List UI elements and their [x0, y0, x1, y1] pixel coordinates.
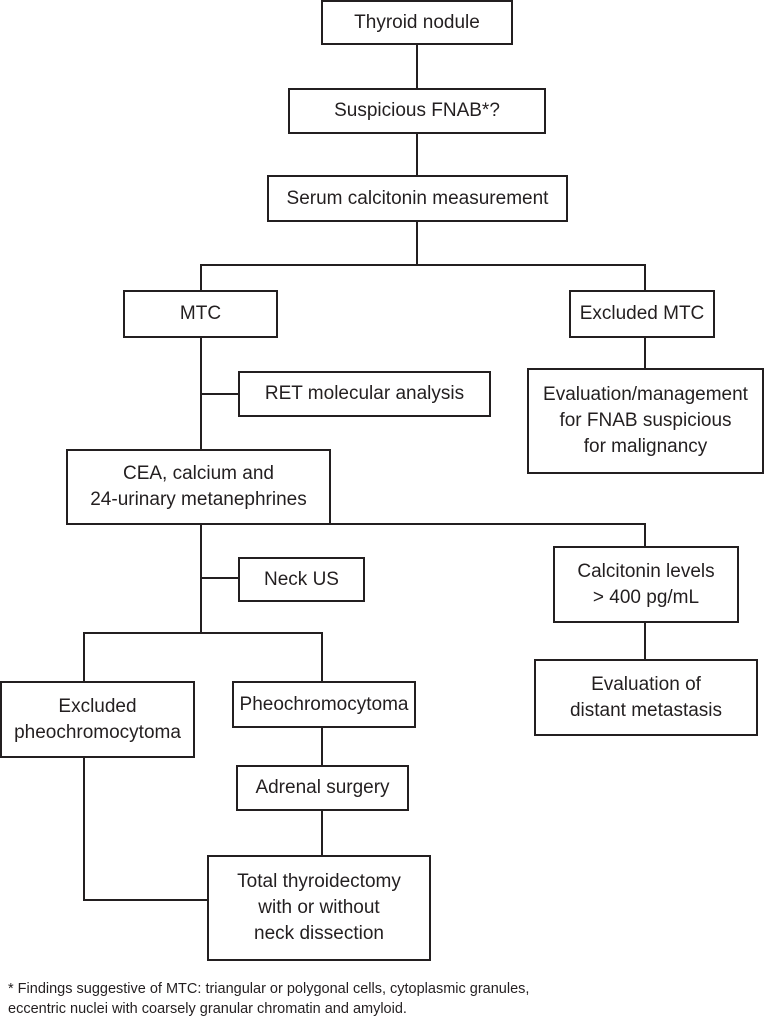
evaluation-management-box: Evaluation/management for FNAB suspicious… — [527, 368, 764, 474]
excluded-pheochromocytoma-text-line: pheochromocytoma — [14, 721, 181, 743]
cea-calcium-text-line: 24-urinary metanephrines — [90, 489, 307, 510]
calcitonin-levels-text-line: Calcitonin levels — [577, 560, 715, 582]
footnote-text-line: * Findings suggestive of MTC: triangular… — [8, 981, 530, 997]
suspicious-fnab-text-line: Suspicious FNAB*? — [334, 100, 500, 121]
neck-us-box: Neck US — [238, 557, 365, 602]
connector — [330, 523, 646, 547]
distant-metastasis-text-line: Evaluation of — [591, 673, 701, 695]
excluded-pheochromocytoma-box: Excluded pheochromocytoma — [0, 681, 195, 758]
distant-metastasis-box: Evaluation of distant metastasis — [534, 659, 758, 736]
excluded-mtc-text-line: Excluded MTC — [579, 303, 705, 324]
serum-calcitonin-box: Serum calcitonin measurement — [267, 175, 568, 222]
cea-calcium-text-line: CEA, calcium and — [122, 463, 274, 484]
thyroid-nodule-box: Thyroid nodule — [321, 0, 513, 45]
pheochromocytoma-box: Pheochromocytoma — [232, 681, 416, 728]
excluded-mtc-box: Excluded MTC — [569, 290, 715, 338]
adrenal-surgery-text-line: Adrenal surgery — [255, 777, 390, 798]
total-thyroidectomy-box: Total thyroidectomy with or without neck d… — [207, 855, 431, 961]
adrenal-surgery-box: Adrenal surgery — [236, 765, 409, 811]
cea-calcium-box: CEA, calcium and 24-urinary metanephrines — [66, 449, 331, 525]
mtc-box: MTC — [123, 290, 278, 338]
connector — [83, 632, 323, 682]
evaluation-management-text-line: Evaluation/management — [543, 384, 748, 405]
neck-us-text-line: Neck US — [264, 568, 339, 590]
evaluation-management-text-line: for malignancy — [583, 436, 708, 457]
footnote: * Findings suggestive of MTC: triangular… — [8, 979, 529, 1019]
suspicious-fnab-box: Suspicious FNAB*? — [288, 88, 546, 134]
connector — [200, 264, 646, 290]
excluded-pheochromocytoma-text-line: Excluded — [58, 695, 137, 717]
serum-calcitonin-text-line: Serum calcitonin measurement — [286, 187, 549, 209]
distant-metastasis-text-line: distant metastasis — [569, 699, 723, 721]
ret-analysis-text-line: RET molecular analysis — [264, 383, 465, 404]
total-thyroidectomy-text-line: Total thyroidectomy — [237, 871, 401, 892]
pheochromocytoma-text-line: Pheochromocytoma — [239, 693, 409, 715]
ret-analysis-box: RET molecular analysis — [238, 371, 491, 417]
total-thyroidectomy-text-line: neck dissection — [254, 923, 384, 944]
thyroid-nodule-text-line: Thyroid nodule — [354, 11, 480, 33]
evaluation-management-text-line: for FNAB suspicious — [559, 410, 732, 431]
connector — [83, 757, 208, 901]
total-thyroidectomy-text-line: with or without — [258, 897, 380, 918]
calcitonin-levels-box: Calcitonin levels > 400 pg/mL — [553, 546, 739, 623]
calcitonin-levels-text-line: > 400 pg/mL — [592, 586, 700, 608]
mtc-text-line: MTC — [179, 303, 222, 324]
footnote-text-line: eccentric nuclei with coarsely granular … — [8, 1001, 407, 1017]
